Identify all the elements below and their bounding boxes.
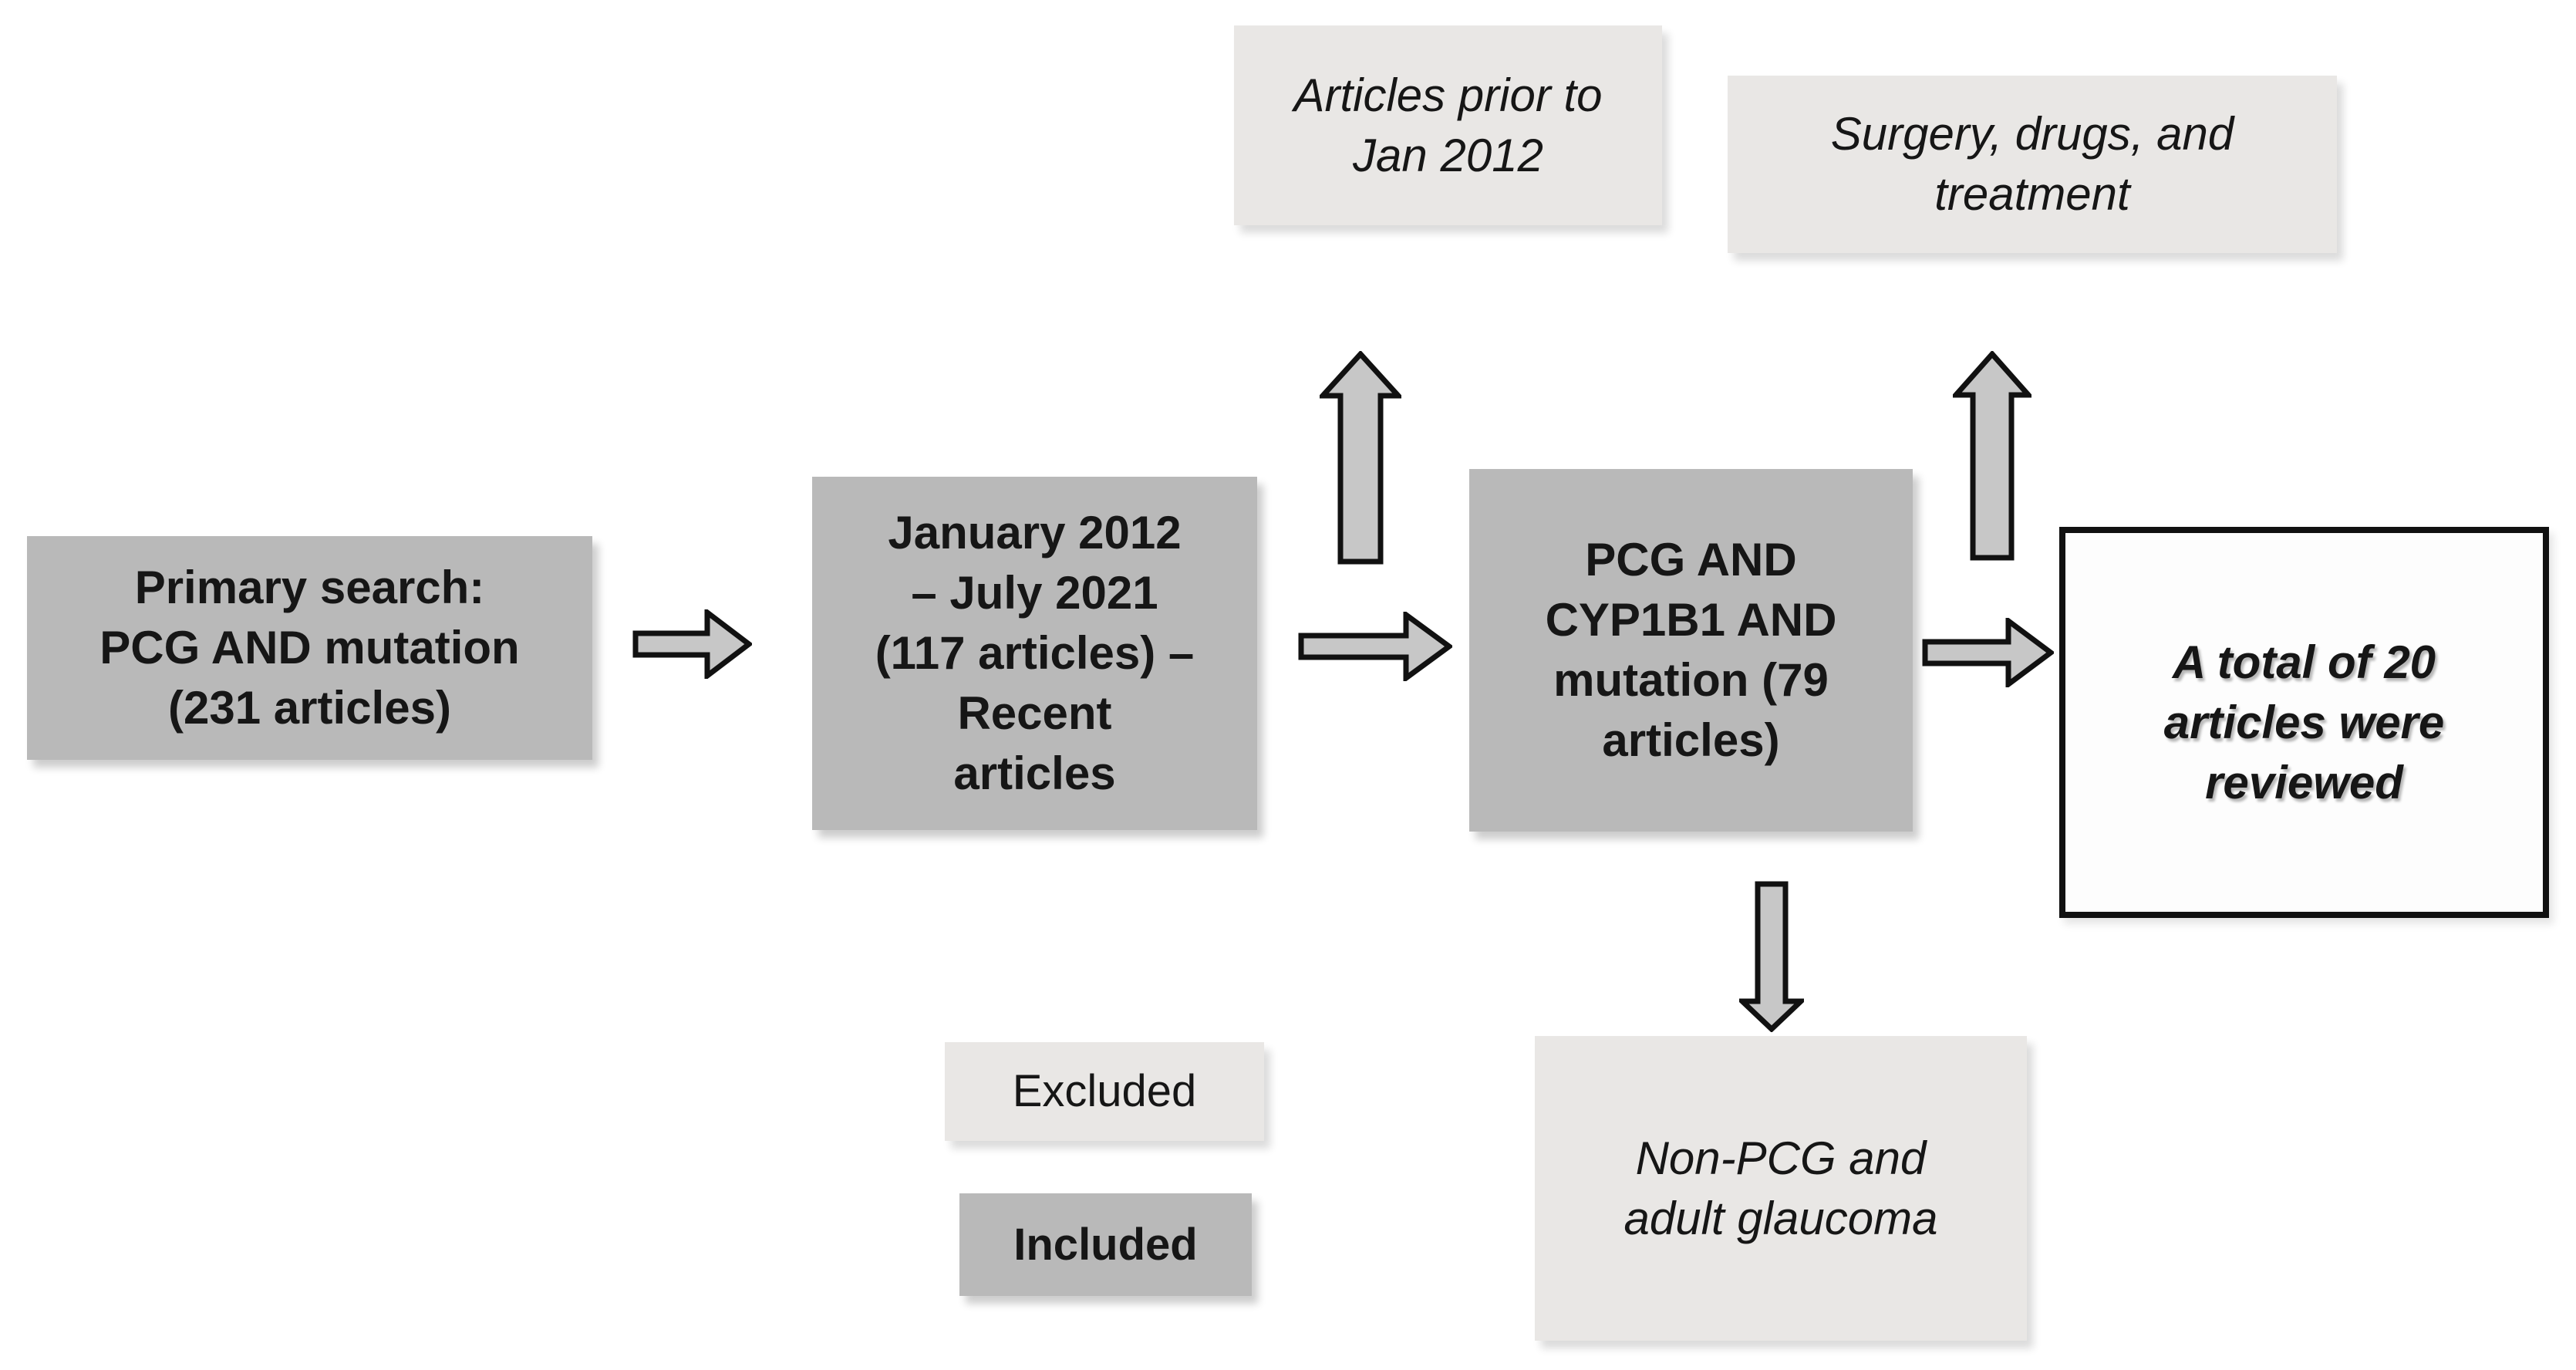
legend-included-label: Included (1013, 1219, 1198, 1270)
legend-excluded-label: Excluded (1012, 1066, 1197, 1116)
node-non-pcg-line: Non-PCG and (1635, 1132, 1927, 1184)
node-primary-search-line: PCG AND mutation (99, 622, 520, 673)
node-primary-search-line: Primary search: (134, 562, 485, 613)
node-date-range-line: – July 2021 (911, 567, 1158, 619)
node-date-range-line: January 2012 (888, 507, 1182, 558)
node-primary-search-line: (231 articles) (168, 682, 451, 734)
node-cyp1b1-search-line: PCG AND (1585, 534, 1797, 585)
node-articles-prior: Articles prior to Jan 2012 (1234, 25, 1662, 225)
node-cyp1b1-search-line: articles) (1602, 714, 1780, 766)
node-cyp1b1-search-line: mutation (79 (1553, 654, 1829, 706)
legend-included: Included (959, 1193, 1252, 1296)
arrow-up-surgery (1953, 351, 2031, 561)
node-primary-search: Primary search: PCG AND mutation (231 ar… (27, 536, 592, 760)
arrow-up-articles-prior (1320, 351, 1401, 565)
node-non-pcg-line: adult glaucoma (1623, 1192, 1938, 1244)
node-articles-prior-line: Jan 2012 (1353, 129, 1543, 181)
node-cyp1b1-search: PCG AND CYP1B1 AND mutation (79 articles… (1469, 469, 1913, 832)
node-reviewed-total-line: articles were (2163, 696, 2445, 748)
node-surgery-treatment-line: treatment (1934, 168, 2130, 220)
arrow-range-to-cyp1b1 (1298, 612, 1452, 681)
node-date-range-line: (117 articles) – (875, 627, 1195, 679)
arrow-cyp1b1-to-reviewed (1922, 618, 2054, 687)
node-reviewed-total-line: reviewed (2205, 756, 2403, 808)
node-date-range: January 2012 – July 2021 (117 articles) … (812, 477, 1257, 830)
arrow-search-to-range (632, 609, 752, 679)
node-reviewed-total-line: A total of 20 (2172, 636, 2436, 688)
node-date-range-line: Recent (957, 687, 1112, 739)
legend-excluded: Excluded (945, 1042, 1264, 1141)
arrow-down-non-pcg (1739, 881, 1804, 1032)
node-non-pcg: Non-PCG and adult glaucoma (1535, 1036, 2027, 1341)
node-cyp1b1-search-line: CYP1B1 AND (1545, 594, 1837, 646)
node-surgery-treatment: Surgery, drugs, and treatment (1728, 76, 2337, 253)
node-articles-prior-line: Articles prior to (1293, 69, 1603, 121)
node-date-range-line: articles (953, 747, 1116, 799)
node-surgery-treatment-line: Surgery, drugs, and (1830, 108, 2234, 160)
node-reviewed-total: A total of 20 articles were reviewed (2059, 527, 2549, 918)
